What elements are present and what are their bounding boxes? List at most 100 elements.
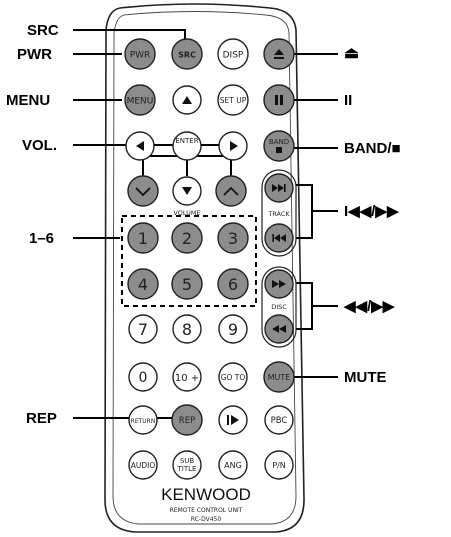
callout-vol: VOL.: [22, 137, 58, 154]
rep-button[interactable]: REP: [171, 404, 203, 436]
rewind-icon: [272, 325, 286, 333]
svg-text:MUTE: MUTE: [268, 373, 291, 382]
band-button[interactable]: BAND: [263, 130, 295, 162]
audio-button[interactable]: AUDIO: [128, 450, 158, 480]
chevron-up-icon: [223, 186, 239, 196]
subtitle-button[interactable]: SUB TITLE: [172, 450, 202, 480]
up-button[interactable]: [172, 85, 202, 115]
play-step-button[interactable]: [218, 405, 248, 435]
svg-text:7: 7: [138, 320, 148, 339]
svg-text:8: 8: [182, 320, 192, 339]
ten-plus-button[interactable]: 10 +: [172, 362, 202, 392]
unit-label: REMOTE CONTROL UNIT: [170, 507, 243, 514]
callout-disc-seek: ◀◀/▶▶: [344, 298, 395, 315]
svg-text:5: 5: [182, 275, 192, 294]
svg-text:2: 2: [182, 229, 192, 248]
triangle-left-icon: [136, 141, 144, 151]
eject-button[interactable]: [263, 38, 295, 70]
disc-label: DISC: [271, 303, 287, 311]
svg-text:DISP: DISP: [223, 51, 244, 61]
triangle-right-icon: [230, 141, 238, 151]
menu-button[interactable]: MENU: [124, 84, 156, 116]
pause-button[interactable]: [263, 84, 295, 116]
number-6-button[interactable]: 6: [217, 268, 249, 300]
track-prev-button[interactable]: [264, 223, 294, 253]
svg-text:SRC: SRC: [178, 51, 196, 60]
goto-button[interactable]: GO TO: [218, 362, 248, 392]
eject-icon: [274, 49, 284, 59]
svg-text:ANG: ANG: [224, 461, 242, 470]
svg-text:RETURN: RETURN: [131, 418, 156, 425]
pbc-button[interactable]: PBC: [264, 405, 294, 435]
svg-text:4: 4: [138, 275, 148, 294]
play-step-icon: [227, 415, 239, 425]
svg-text:TITLE: TITLE: [177, 465, 197, 473]
callout-pause: II: [344, 92, 353, 109]
svg-text:PWR: PWR: [130, 51, 151, 61]
svg-text:BAND: BAND: [269, 138, 289, 146]
fast-forward-button[interactable]: [264, 269, 294, 299]
left-button[interactable]: [125, 131, 155, 161]
callout-src: SRC: [27, 22, 59, 39]
stop-icon: [276, 147, 282, 153]
number-4-button[interactable]: 4: [127, 268, 159, 300]
callout-menu: MENU: [6, 92, 51, 109]
svg-text:1: 1: [138, 229, 148, 248]
skip-prev-icon: [272, 234, 286, 242]
skip-next-icon: [272, 184, 286, 192]
number-9-button[interactable]: 9: [218, 314, 248, 344]
callout-track-skip: I◀◀/▶▶: [344, 203, 399, 220]
svg-text:REP: REP: [179, 416, 195, 426]
svg-text:P/N: P/N: [272, 461, 286, 470]
number-8-button[interactable]: 8: [172, 314, 202, 344]
number-3-button[interactable]: 3: [217, 222, 249, 254]
svg-text:GO TO: GO TO: [221, 373, 246, 382]
angle-button[interactable]: ANG: [218, 450, 248, 480]
svg-text:SET UP: SET UP: [220, 96, 247, 105]
callout-pwr: PWR: [17, 46, 52, 63]
volume-up-button[interactable]: [215, 175, 247, 207]
number-2-button[interactable]: 2: [171, 222, 203, 254]
callout-1-6: 1–6: [29, 230, 55, 247]
callout-mute: MUTE: [344, 369, 387, 386]
svg-text:PBC: PBC: [271, 416, 288, 426]
track-next-button[interactable]: [264, 173, 294, 203]
pwr-button[interactable]: PWR: [124, 38, 156, 70]
brand-logo: KENWOOD: [161, 485, 251, 504]
svg-text:ENTER: ENTER: [175, 137, 198, 145]
number-group-box: [121, 215, 257, 307]
volume-down-button[interactable]: [127, 175, 159, 207]
triangle-up-icon: [182, 96, 192, 104]
rewind-button[interactable]: [264, 314, 294, 344]
svg-text:3: 3: [228, 229, 238, 248]
mute-button[interactable]: MUTE: [263, 361, 295, 393]
setup-button[interactable]: SET UP: [217, 84, 249, 116]
src-button[interactable]: SRC: [171, 38, 203, 70]
callout-rep: REP: [26, 410, 57, 427]
callout-band: BAND/■: [344, 140, 401, 157]
return-button[interactable]: RETURN: [128, 405, 158, 435]
svg-text:0: 0: [139, 370, 148, 386]
right-button[interactable]: [218, 131, 248, 161]
pn-button[interactable]: P/N: [264, 450, 294, 480]
svg-text:MENU: MENU: [127, 97, 154, 107]
remote-inner-outline: [112, 11, 297, 525]
number-5-button[interactable]: 5: [171, 268, 203, 300]
callout-eject: ⏏: [344, 45, 360, 62]
number-1-button[interactable]: 1: [127, 222, 159, 254]
down-button[interactable]: [172, 176, 202, 206]
number-7-button[interactable]: 7: [128, 314, 158, 344]
model-label: RC-DV450: [191, 516, 221, 523]
number-0-button[interactable]: 0: [128, 362, 158, 392]
svg-text:9: 9: [228, 320, 238, 339]
svg-text:AUDIO: AUDIO: [131, 461, 156, 470]
track-group-outline: [261, 169, 297, 257]
chevron-down-icon: [135, 187, 151, 197]
enter-button[interactable]: ENTER: [172, 131, 202, 161]
svg-text:6: 6: [228, 275, 238, 294]
fast-forward-icon: [272, 280, 286, 288]
svg-text:10 +: 10 +: [175, 373, 199, 384]
track-label: TRACK: [267, 210, 290, 218]
disp-button[interactable]: DISP: [217, 38, 249, 70]
